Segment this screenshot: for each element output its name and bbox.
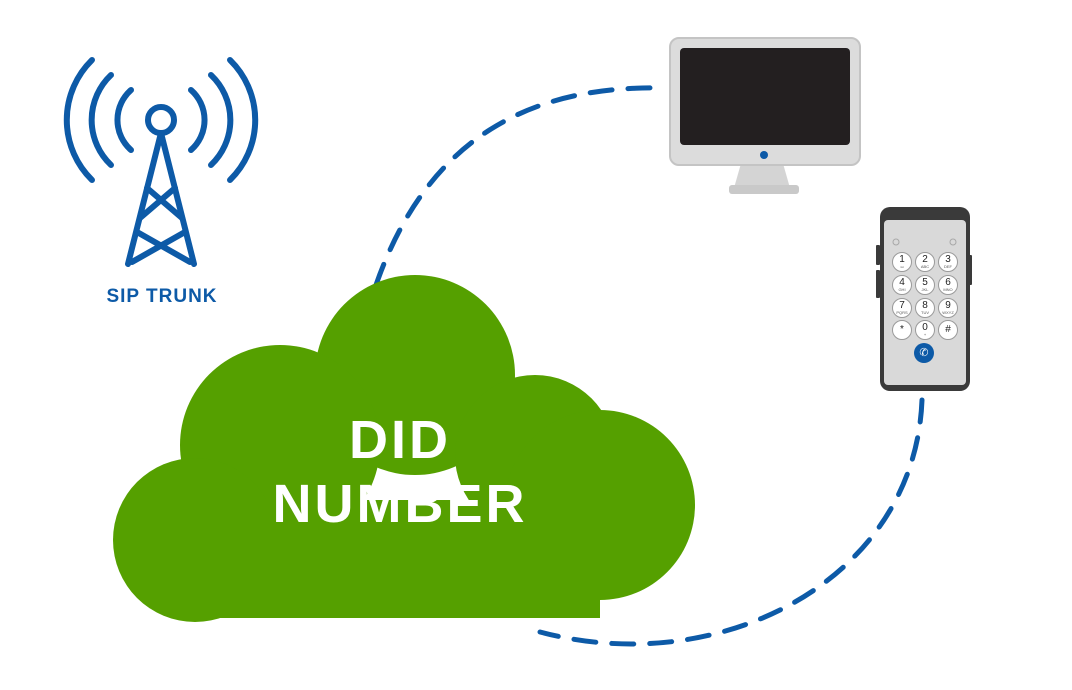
did-number-label-line-1: DID: [349, 410, 451, 470]
keypad-key-3[interactable]: 3 DEF: [938, 252, 958, 272]
keypad-key-8[interactable]: 8 TUV: [915, 298, 935, 318]
connector-phone-to-cloud: [537, 397, 925, 647]
keypad-key-5[interactable]: 5 JKL: [915, 275, 935, 295]
phone-call-icon: ✆: [919, 346, 929, 359]
did-number-label-line-2: NUMBER: [272, 474, 528, 534]
cloud-icon: [113, 275, 695, 622]
connector-cloud-to-monitor: [373, 85, 668, 288]
keypad-key-hash[interactable]: #: [938, 320, 958, 340]
keypad-key-star[interactable]: *: [892, 320, 912, 340]
keypad-key-7[interactable]: 7 PQRS: [892, 298, 912, 318]
keypad-key-4[interactable]: 4 GHI: [892, 275, 912, 295]
keypad-key-6[interactable]: 6 MNO: [938, 275, 958, 295]
keypad-key-2[interactable]: 2 ABC: [915, 252, 935, 272]
call-button[interactable]: ✆: [914, 343, 934, 363]
desktop-monitor-icon: [669, 37, 861, 194]
keypad-key-1[interactable]: 1 ω: [892, 252, 912, 272]
antenna-tower-icon: [63, 57, 259, 267]
keypad-key-9[interactable]: 9 WXYZ: [938, 298, 958, 318]
keypad-key-0[interactable]: 0 +: [915, 320, 935, 340]
sip-trunk-label: SIP TRUNK: [106, 286, 218, 307]
